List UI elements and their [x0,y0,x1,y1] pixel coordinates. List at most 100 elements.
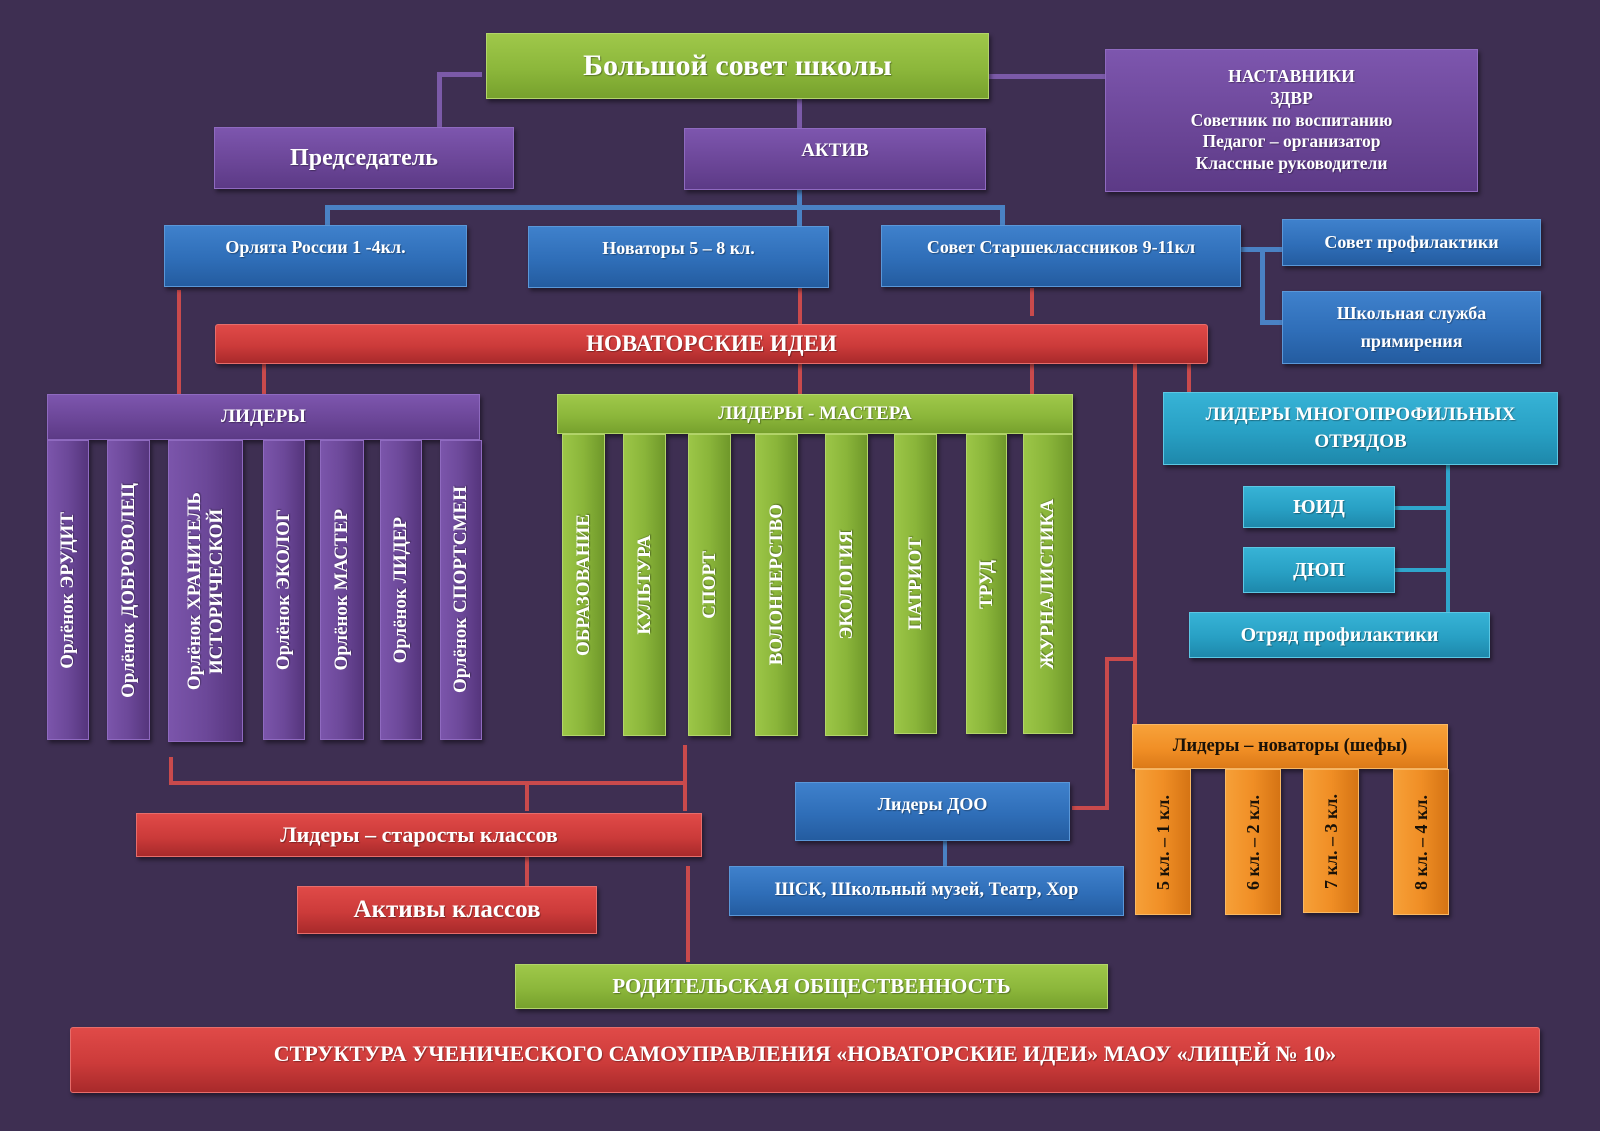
chef-column: 6 кл. – 2 кл. [1225,769,1281,915]
connector-line [798,364,802,394]
connector-line [325,205,330,226]
master-column-label: КУЛЬТУРА [633,535,655,635]
mentors-line: Советник по воспитанию [1190,109,1393,130]
squad-label: Отряд профилактики [1240,623,1439,646]
connector-line [1072,806,1109,810]
chef-column-label: 8 кл. – 4 кл. [1410,794,1431,890]
school-council-box: Большой совет школы [486,33,989,99]
connector-line [1133,364,1137,726]
master-column-label: ТРУД [975,559,997,609]
structure-title-banner: СТРУКТУРА УЧЕНИЧЕСКОГО САМОУПРАВЛЕНИЯ «Н… [70,1027,1540,1093]
school-council-label: Большой совет школы [583,49,892,83]
innovative-ideas-label: НОВАТОРСКИЕ ИДЕИ [586,330,837,356]
reconciliation-service-box: Школьная служба примирения [1282,291,1541,364]
master-column: ТРУД [966,434,1007,734]
doo-leaders-label: Лидеры ДОО [877,794,988,814]
connector-line [1030,364,1034,394]
connector-line [1446,465,1450,615]
connector-line [169,757,173,785]
connector-line [325,205,1005,210]
chefs-header: Лидеры – новаторы (шефы) [1132,724,1448,769]
novatory-box: Новаторы 5 – 8 кл. [528,226,829,288]
connector-line [797,190,802,226]
leader-column: Орлёнок ЭКОЛОГ [263,440,305,740]
leader-column-label: Орлёнок СПОРТСМЕН [450,486,472,694]
master-column: ЖУРНАЛИСТИКА [1023,434,1073,734]
parents-box: РОДИТЕЛЬСКАЯ ОБЩЕСТВЕННОСТЬ [515,964,1108,1009]
connector-line [686,866,690,962]
connector-line [683,745,687,811]
masters-header: ЛИДЕРЫ - МАСТЕРА [557,394,1073,434]
squad-label: ДЮП [1293,558,1345,581]
mentors-line: Педагог – организатор [1202,131,1381,152]
leader-column-label: Орлёнок ЭРУДИТ [57,511,79,669]
mentors-line: Классные руководители [1195,153,1388,174]
class-activs-label: Активы классов [353,896,541,924]
connector-line [437,72,442,128]
connector-line [1187,364,1191,394]
connector-line [1260,320,1282,325]
leader-column: Орлёнок МАСТЕР [320,440,364,740]
class-leaders-box: Лидеры – старосты классов [136,813,702,857]
connector-line [177,290,181,394]
connector-line [169,781,685,785]
multiprofile-squads-box: ЛИДЕРЫ МНОГОПРОФИЛЬНЫХ ОТРЯДОВ [1163,392,1558,465]
chef-column: 8 кл. – 4 кл. [1393,769,1449,915]
master-column: ВОЛОНТЕРСТВО [755,434,798,736]
leader-column: Орлёнок ЛИДЕР [380,440,422,740]
master-column: ОБРАЗОВАНИЕ [562,434,605,736]
leaders-title: ЛИДЕРЫ [221,406,306,428]
reconciliation-line: примирения [1360,330,1463,351]
doo-activities-label: ШСК, Школьный музей, Театр, Хор [774,880,1079,901]
connector-line [1105,657,1137,661]
connector-line [262,364,266,394]
master-column: ПАТРИОТ [894,434,937,734]
leader-column: Орлёнок ДОБРОВОЛЕЦ [107,440,150,740]
master-column-label: ОБРАЗОВАНИЕ [572,514,594,656]
master-column: ЭКОЛОГИЯ [825,434,868,736]
master-column-label: ЖУРНАЛИСТИКА [1037,498,1059,670]
structure-title: СТРУКТУРА УЧЕНИЧЕСКОГО САМОУПРАВЛЕНИЯ «Н… [273,1041,1337,1066]
squad-dyup-box: ДЮП [1243,547,1395,593]
leader-column-label: Орлёнок МАСТЕР [331,509,353,671]
chef-column-label: 7 кл. – 3 кл. [1320,793,1341,889]
multiprofile-squads-line: ОТРЯДОВ [1314,430,1407,452]
master-column: КУЛЬТУРА [623,434,666,736]
connector-line [1260,247,1265,324]
connector-line [1030,288,1034,316]
master-column-label: СПОРТ [698,551,720,619]
leader-column-label: ИСТОРИЧЕСКОЙ [205,508,227,674]
chef-column-label: 6 кл. – 2 кл. [1242,794,1263,890]
prevention-council-label: Совет профилактики [1324,232,1499,253]
multiprofile-squads-line: ЛИДЕРЫ МНОГОПРОФИЛЬНЫХ [1205,403,1516,425]
chairman-label: Председатель [290,145,438,171]
mentors-line: НАСТАВНИКИ [1228,65,1355,86]
leader-column: Орлёнок ЭРУДИТ [47,440,89,740]
master-column-label: ПАТРИОТ [904,537,926,631]
reconciliation-line: Школьная служба [1336,302,1487,323]
mentors-box: НАСТАВНИКИ ЗДВР Советник по воспитанию П… [1105,49,1478,192]
connector-line [797,97,802,129]
novatory-label: Новаторы 5 – 8 кл. [602,238,755,258]
parents-label: РОДИТЕЛЬСКАЯ ОБЩЕСТВЕННОСТЬ [612,974,1011,999]
master-column-label: ЭКОЛОГИЯ [835,530,857,640]
connector-line [437,72,482,77]
prevention-council-box: Совет профилактики [1282,219,1541,266]
connector-line [525,781,529,811]
squad-label: ЮИД [1293,495,1345,518]
leaders-header: ЛИДЕРЫ [47,394,480,440]
mentors-line: ЗДВР [1270,87,1313,108]
master-column-label: ВОЛОНТЕРСТВО [765,504,787,666]
seniors-council-label: Совет Старшеклассников 9-11кл [926,237,1196,257]
activ-label: АКТИВ [801,140,869,161]
leader-column-label: Орлёнок ДОБРОВОЛЕЦ [117,482,139,698]
orlyata-label: Орлята России 1 -4кл. [225,237,406,257]
squad-yuid-box: ЮИД [1243,486,1395,528]
connector-line [1105,657,1109,810]
chef-column: 7 кл. – 3 кл. [1303,769,1359,913]
connector-line [1395,568,1448,572]
seniors-council-box: Совет Старшеклассников 9-11кл [881,225,1241,287]
connector-line [525,855,529,887]
chefs-title: Лидеры – новаторы (шефы) [1172,735,1408,756]
connector-line [988,74,1106,79]
